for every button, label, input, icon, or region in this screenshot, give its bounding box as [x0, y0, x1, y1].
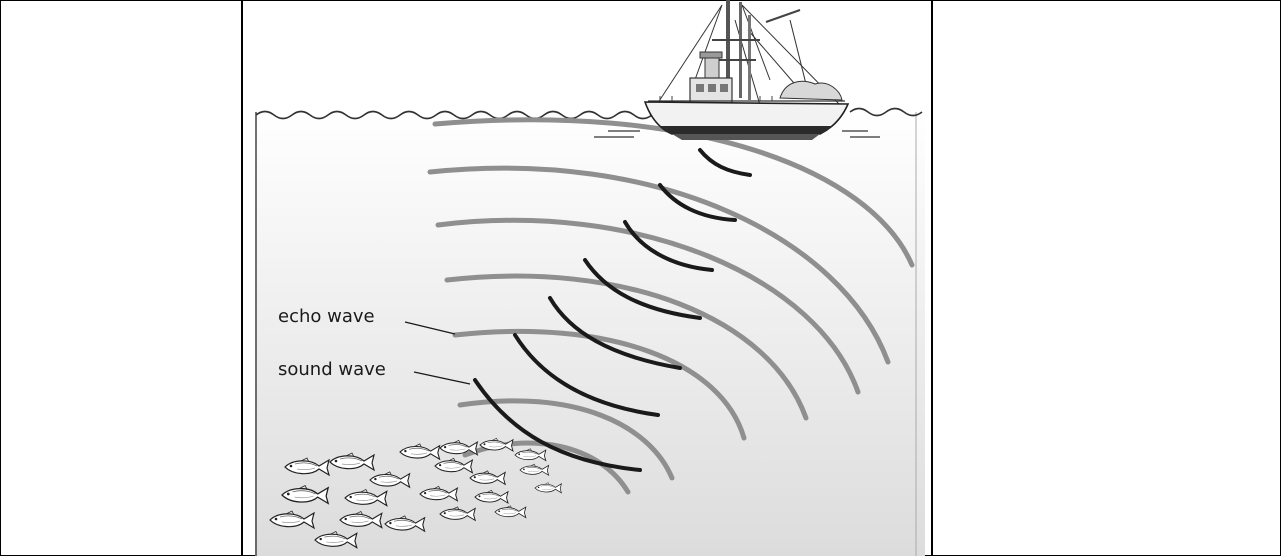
fishing-boat: [645, 0, 848, 140]
echo-wave-label: echo wave: [278, 306, 375, 327]
sonar-diagram: echo wave sound wave: [243, 0, 931, 556]
sound-wave-label: sound wave: [278, 359, 386, 380]
column-divider-right: [931, 0, 933, 556]
